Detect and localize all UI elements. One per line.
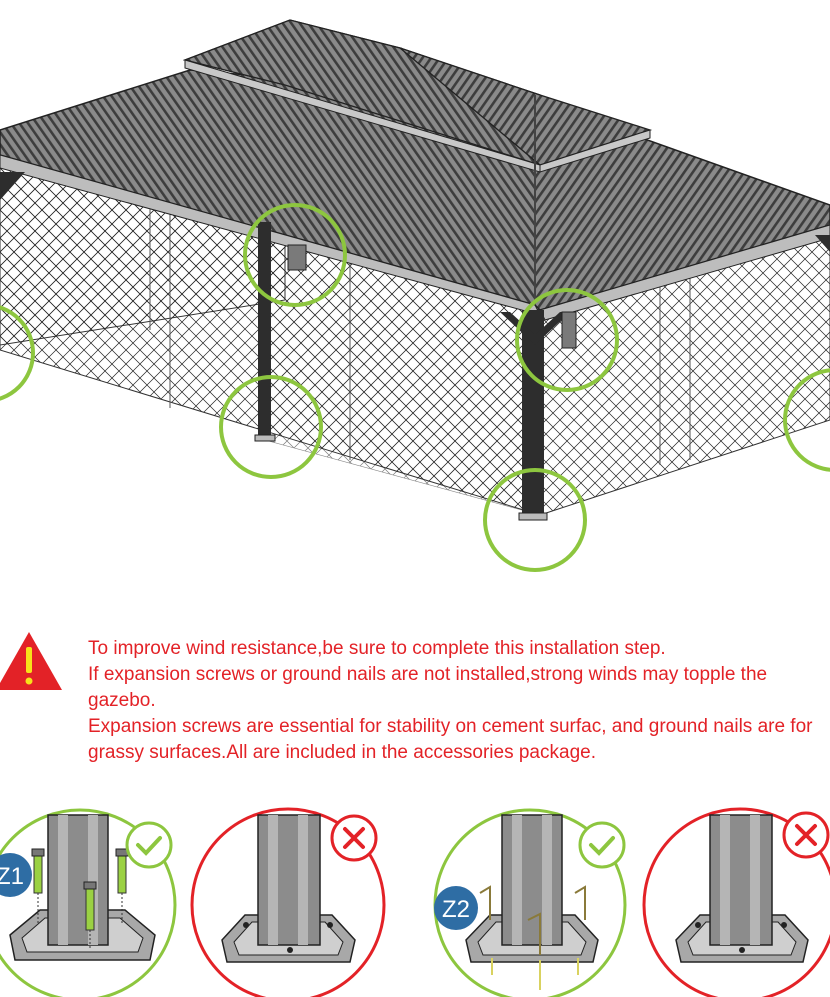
badge-z2: Z2 bbox=[442, 896, 470, 923]
panel-z2-correct: Z2 bbox=[433, 808, 627, 997]
highlight-circle-left-edge bbox=[0, 305, 35, 401]
warning-line-3: Expansion screws are essential for stabi… bbox=[88, 716, 813, 763]
panel-1-incorrect bbox=[190, 807, 386, 997]
highlight-circle-top-left bbox=[243, 203, 347, 307]
warning-line-2: If expansion screws or ground nails are … bbox=[88, 664, 768, 711]
warning-line-1: To improve wind resistance,be sure to co… bbox=[88, 638, 666, 659]
gazebo-frame bbox=[0, 172, 830, 521]
gazebo-upper-roof bbox=[182, 19, 653, 305]
badge-z1: Z1 bbox=[0, 863, 24, 890]
panel-2-incorrect bbox=[642, 807, 830, 997]
highlight-circle-bottom-left bbox=[219, 375, 323, 479]
panel-z1-correct: Z1 bbox=[0, 808, 177, 997]
warning-message: To improve wind resistance,be sure to co… bbox=[88, 636, 818, 766]
highlight-circle-right-edge bbox=[783, 368, 830, 472]
warning-icon bbox=[0, 632, 62, 690]
highlight-circle-top-right bbox=[515, 288, 619, 392]
highlight-circle-bottom-center bbox=[483, 468, 587, 572]
highlight-circles bbox=[0, 203, 830, 572]
